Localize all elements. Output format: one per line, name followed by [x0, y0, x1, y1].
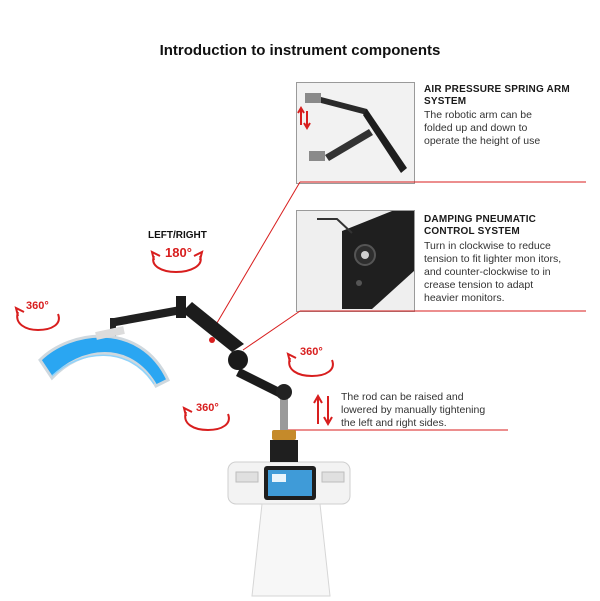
rotation-360-joint-label: 360° [300, 346, 323, 358]
left-right-label: LEFT/RIGHT [148, 230, 207, 241]
damping-line-1: Turn in clockwise to reduce [424, 240, 551, 252]
spring-arm-callout-line [213, 181, 301, 329]
rotation-360-joint-icon [286, 352, 334, 378]
rotation-360-panel-label: 360° [26, 300, 49, 312]
spring-arm-line-2: folded up and down to [424, 122, 528, 134]
damping-line-4: crease tension to adapt [424, 279, 534, 291]
rotation-180-label: 180° [165, 245, 192, 260]
rod-line-1: The rod can be raised and [341, 391, 464, 403]
page-title: Introduction to instrument components [159, 42, 441, 59]
rotation-360-panel-icon [14, 306, 60, 332]
spring-arm-line-3: operate the height of use [424, 135, 541, 147]
rotation-360-base-label: 360° [196, 402, 219, 414]
rod-line-2: lowered by manually tightening [341, 404, 486, 416]
spring-arm-inset-image [296, 82, 415, 184]
device-base [227, 461, 351, 597]
rod-updown-arrows-icon [313, 393, 333, 427]
damping-heading: DAMPING PNEUMATIC CONTROL SYSTEM [424, 214, 537, 237]
damping-inset-image [296, 210, 415, 312]
damping-line-5: heavier monitors. [424, 292, 505, 304]
rotation-180-icon [150, 250, 204, 274]
spring-arm-line-1: The robotic arm can be [424, 109, 532, 121]
damping-line-3: and counter-clockwise to in [424, 266, 551, 278]
rod-line-3: the left and right sides. [341, 417, 447, 429]
led-panel [38, 326, 170, 388]
damping-line-2: tension to fit lighter mon itors, [424, 253, 562, 265]
spring-arm-heading: AIR PRESSURE SPRING ARM SYSTEM [424, 84, 570, 107]
rotation-360-base-icon [182, 406, 230, 432]
damping-callout-line [242, 310, 301, 351]
device-pole [270, 396, 298, 462]
